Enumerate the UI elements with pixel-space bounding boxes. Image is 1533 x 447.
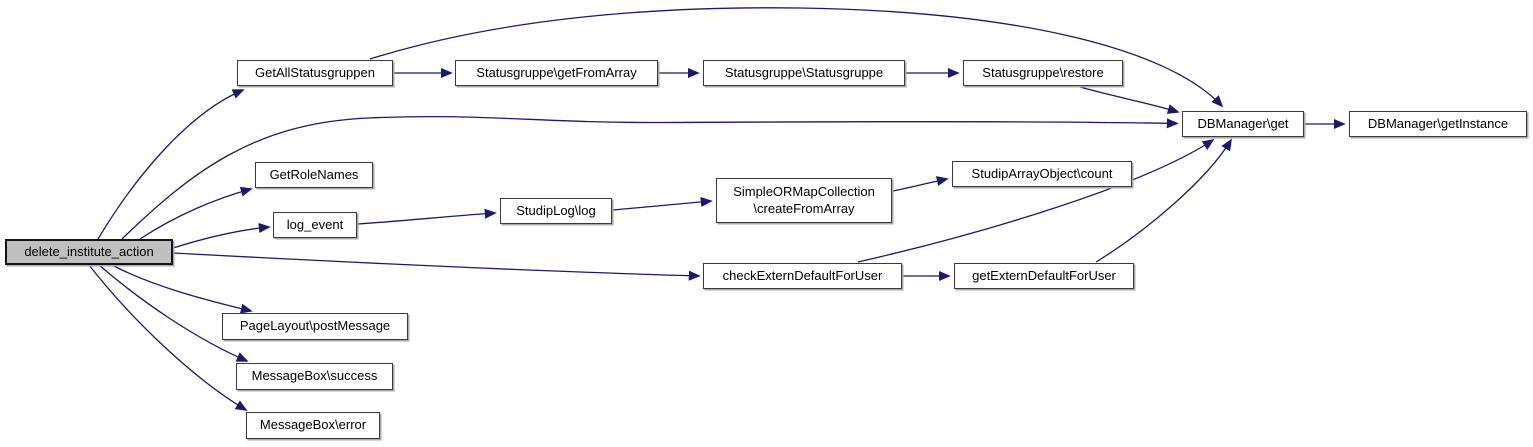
edge-log_event-StudipLog_log: [357, 208, 497, 225]
node-GetAllStatusgruppen[interactable]: GetAllStatusgruppen: [237, 60, 393, 86]
edge-delete_institute_action-PageLayout_postMessage: [111, 264, 253, 314]
node-checkExternDefaultForUser[interactable]: checkExternDefaultForUser: [703, 263, 902, 289]
edge-StudipLog_log-SimpleORMapCollection_createFromArray: [612, 196, 713, 211]
edge-checkExternDefaultForUser-DBManager_get: [857, 139, 1215, 263]
node-PageLayout_postMessage[interactable]: PageLayout\postMessage: [222, 313, 408, 340]
node-Statusgruppe_restore[interactable]: Statusgruppe\restore: [963, 60, 1123, 86]
node-MessageBox_error[interactable]: MessageBox\error: [246, 412, 380, 439]
edge-getExternDefaultForUser-DBManager_get: [1095, 138, 1232, 263]
node-getExternDefaultForUser[interactable]: getExternDefaultForUser: [954, 263, 1134, 289]
edge-Statusgruppe_restore-DBManager_get: [1079, 86, 1180, 114]
node-MessageBox_success[interactable]: MessageBox\success: [236, 363, 393, 390]
node-GetRoleNames[interactable]: GetRoleNames: [255, 162, 373, 188]
edge-delete_institute_action-checkExternDefaultForUser: [172, 252, 701, 281]
node-Statusgruppe_Statusgruppe[interactable]: Statusgruppe\Statusgruppe: [703, 60, 905, 86]
edge-SimpleORMapCollection_createFromArray-StudipArrayObject_count: [892, 176, 949, 192]
node-Statusgruppe_getFromArray[interactable]: Statusgruppe\getFromArray: [455, 60, 658, 86]
node-DBManager_getInstance[interactable]: DBManager\getInstance: [1349, 111, 1527, 137]
edge-GetAllStatusgruppen-DBManager_get: [369, 7, 1224, 108]
node-StudipArrayObject_count[interactable]: StudipArrayObject\count: [952, 161, 1132, 187]
node-StudipLog_log[interactable]: StudipLog\log: [500, 198, 612, 224]
node-delete_institute_action[interactable]: delete_institute_action: [5, 239, 173, 265]
edge-delete_institute_action-GetRoleNames: [139, 186, 253, 240]
node-log_event[interactable]: log_event: [273, 212, 357, 238]
node-DBManager_get[interactable]: DBManager\get: [1182, 111, 1304, 137]
edge-delete_institute_action-log_event: [172, 222, 271, 249]
edge-delete_institute_action-GetAllStatusgruppen: [97, 89, 245, 240]
node-SimpleORMapCollection_createFromArray[interactable]: SimpleORMapCollection \createFromArray: [716, 178, 892, 223]
